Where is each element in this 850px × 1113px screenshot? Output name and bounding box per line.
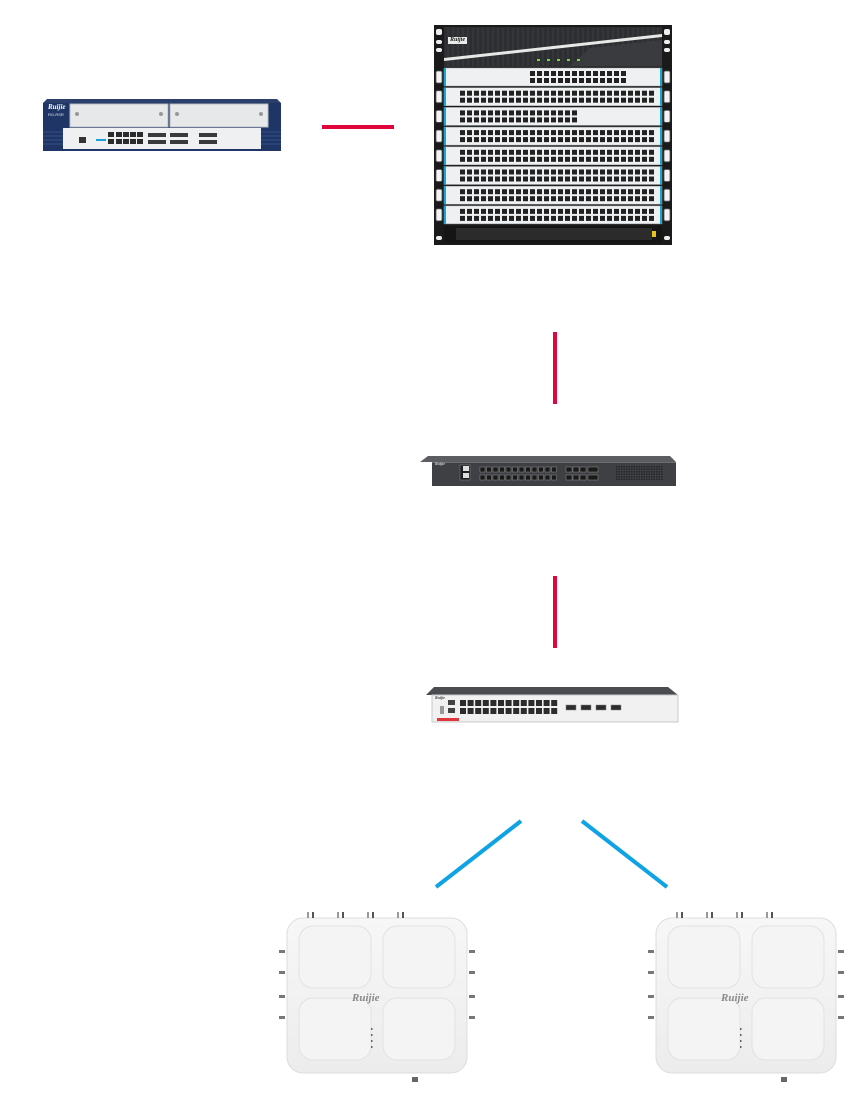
line-card [443, 146, 663, 166]
line-card [443, 185, 663, 205]
core-switch-device[interactable] [434, 25, 672, 245]
access-switch-device[interactable] [426, 687, 679, 723]
aggregation-switch-device[interactable] [420, 456, 676, 486]
link-access-ap-right [580, 819, 669, 889]
access-brand-logo: Ruijie [435, 695, 446, 700]
line-card [443, 107, 663, 126]
link-access-ap-left [434, 819, 523, 889]
line-card [443, 87, 663, 106]
ap-left-brand-logo: Ruijie [352, 992, 380, 1004]
router-device[interactable] [43, 99, 281, 151]
line-card [443, 67, 663, 87]
line-card [443, 126, 663, 146]
ap-right-brand-logo: Ruijie [721, 992, 749, 1004]
aggregation-brand-logo: Ruijie [435, 461, 446, 466]
ap-right-device[interactable] [648, 912, 844, 1082]
router-model-label: RG-RSR [48, 112, 64, 117]
ap-left-device[interactable] [279, 912, 475, 1082]
router-brand-logo: Ruijie [48, 103, 66, 111]
line-card [443, 205, 663, 225]
core-brand-logo: Ruijie [448, 37, 468, 44]
line-card [443, 166, 663, 185]
